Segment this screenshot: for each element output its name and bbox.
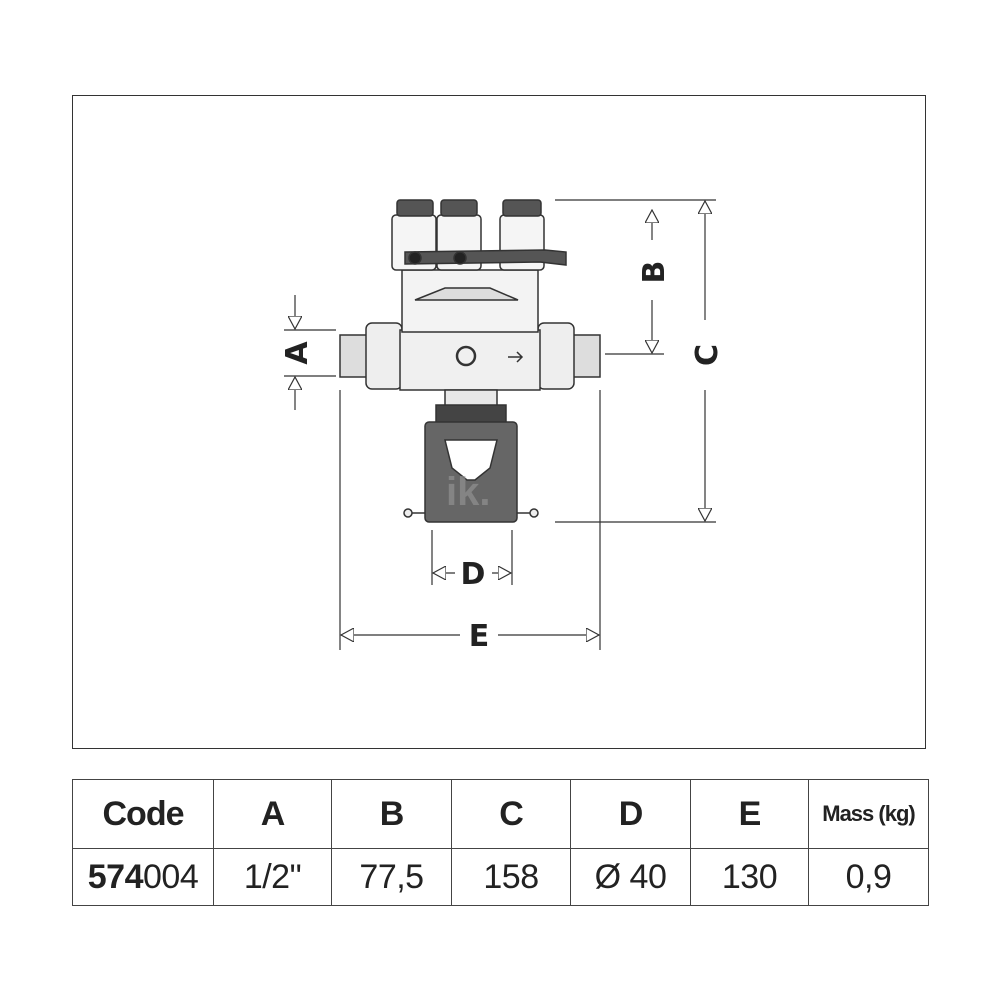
- code-suffix: 004: [143, 857, 199, 896]
- header-c: C: [451, 779, 571, 849]
- header-b: B: [331, 779, 452, 849]
- dimension-lines: [284, 199, 716, 650]
- header-code: Code: [72, 779, 214, 849]
- cell-mass: 0,9: [808, 848, 929, 906]
- watermark: ik.: [446, 470, 490, 514]
- cell-a: 1/2": [213, 848, 332, 906]
- dimensions-table: Code A B C D E Mass (kg) 574004 1/2" 77,…: [72, 779, 929, 906]
- header-a: A: [213, 779, 332, 849]
- header-mass: Mass (kg): [808, 779, 929, 849]
- header-e: E: [690, 779, 809, 849]
- cell-d: Ø 40: [570, 848, 691, 906]
- header-d: D: [570, 779, 691, 849]
- valve-illustration: [339, 199, 601, 523]
- technical-drawing: ik. B C A D E: [280, 199, 725, 654]
- cell-e: 130: [690, 848, 809, 906]
- cell-code: 574004: [72, 848, 214, 906]
- table-row: 574004 1/2" 77,5 158 Ø 40 130 0,9: [72, 848, 929, 906]
- table-header-row: Code A B C D E Mass (kg): [72, 779, 929, 849]
- dimension-label-a: A: [280, 341, 315, 365]
- dimension-label-c: C: [690, 344, 725, 366]
- cell-b: 77,5: [331, 848, 452, 906]
- dimension-label-e: E: [469, 619, 490, 654]
- cell-c: 158: [451, 848, 571, 906]
- code-prefix: 574: [87, 857, 144, 896]
- dimension-label-d: D: [461, 557, 486, 592]
- drawing-frame: [72, 95, 926, 749]
- dimension-label-b: B: [637, 261, 672, 284]
